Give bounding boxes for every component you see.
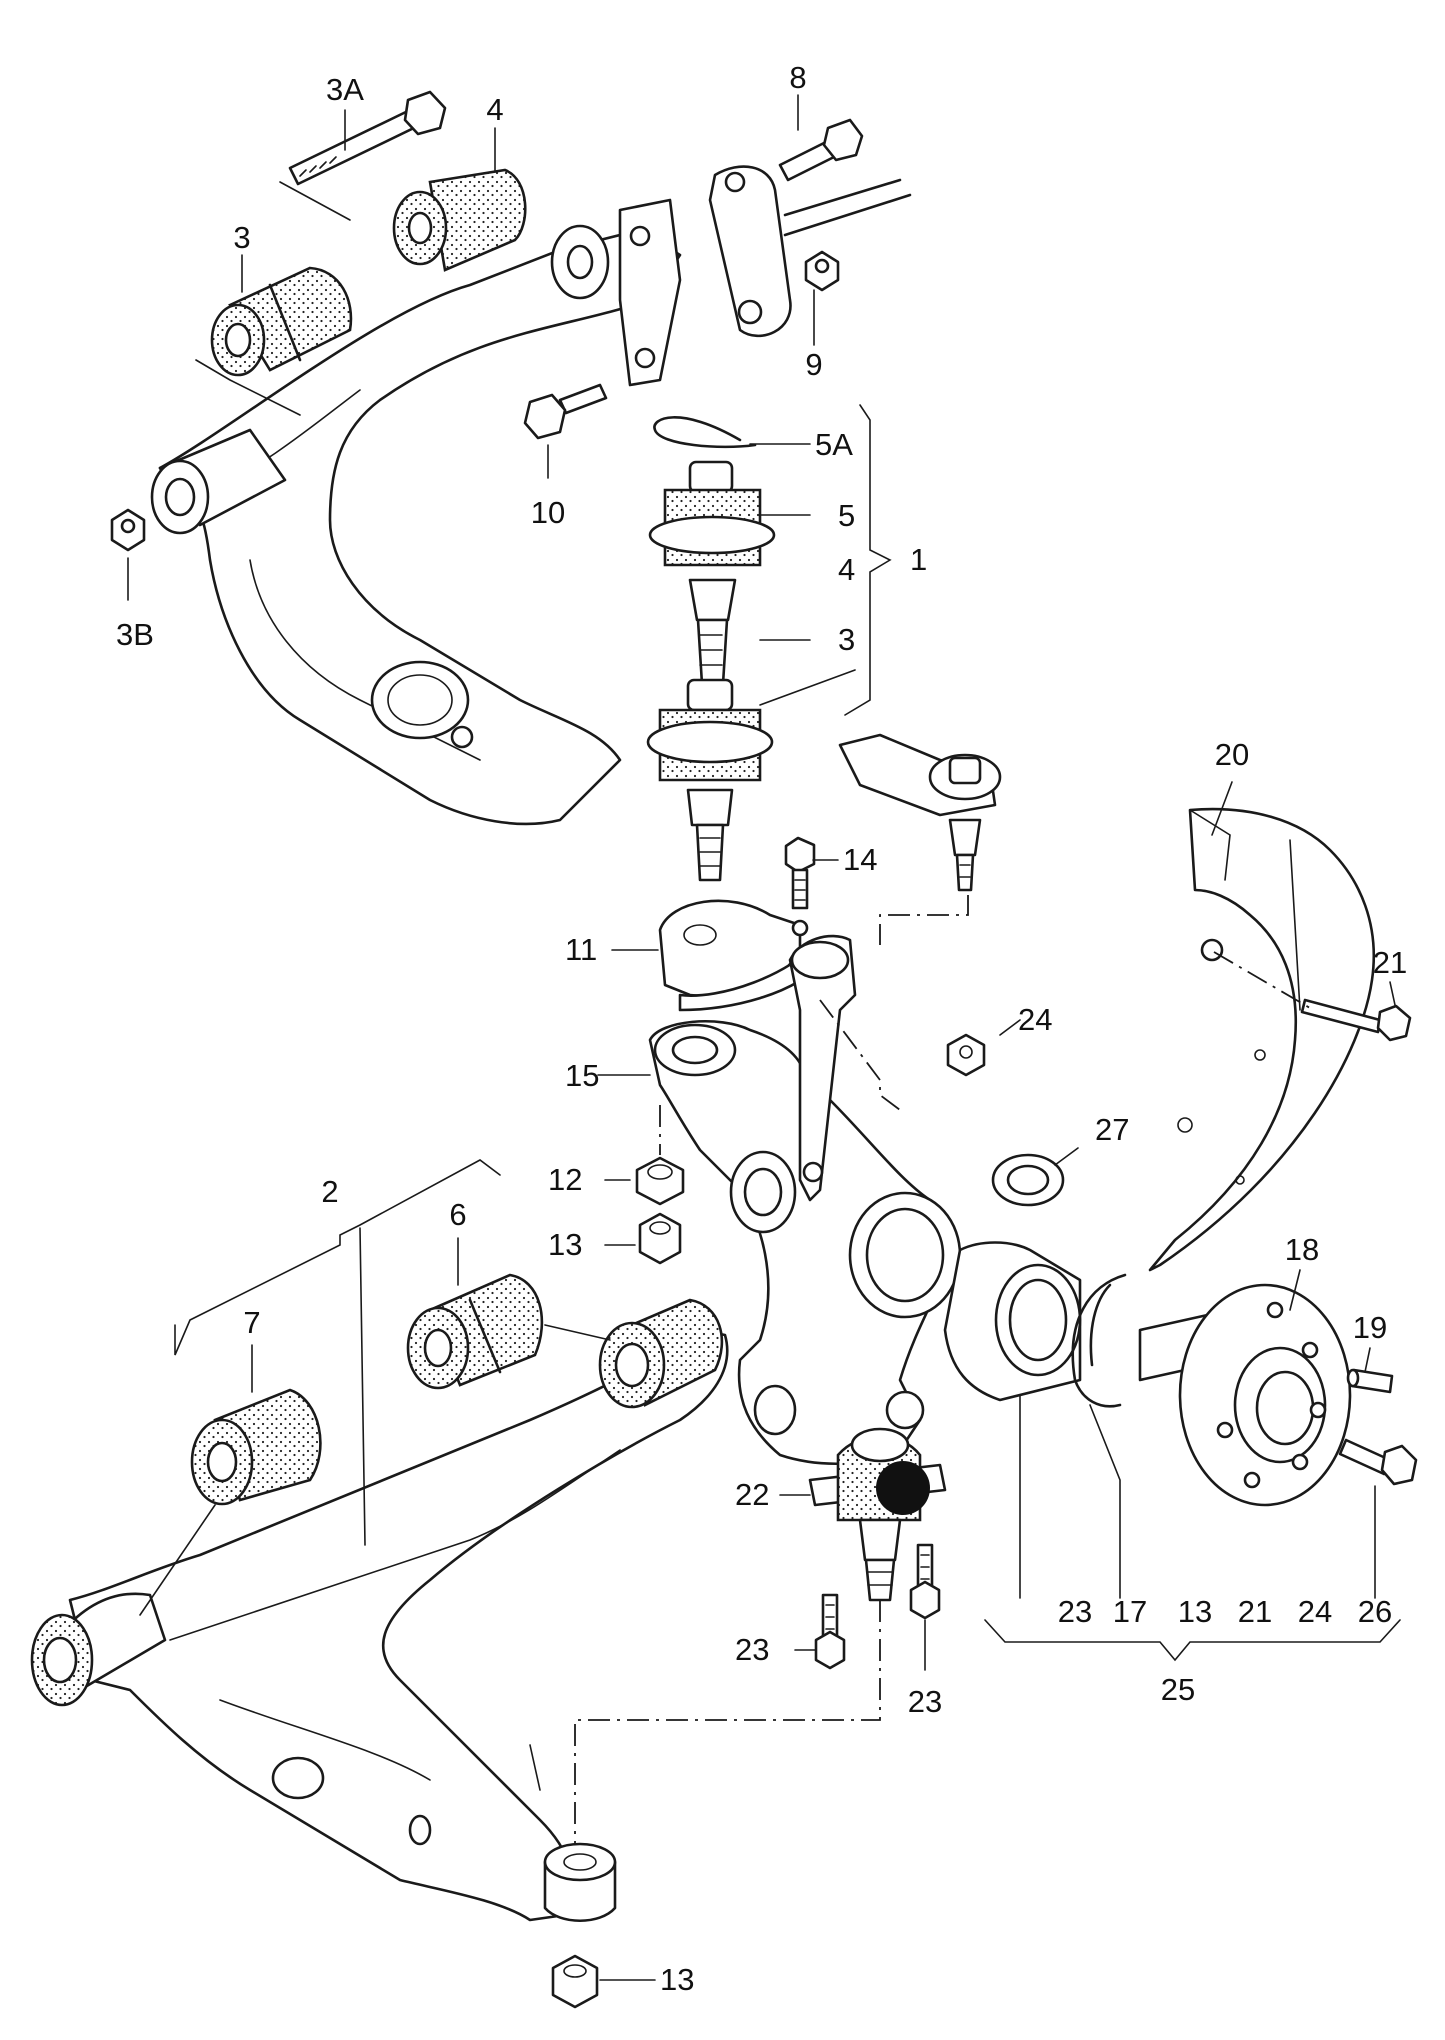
nut-13-mid <box>638 1212 682 1265</box>
bolt-26 <box>1338 1438 1418 1486</box>
lower-arm-rear-bushing <box>598 1298 724 1409</box>
leader-7-to-arm <box>139 1504 216 1616</box>
kit-label-25: 25 <box>1161 1672 1195 1707</box>
bolt-14 <box>784 836 816 910</box>
lower-arm-socket <box>543 1842 617 1923</box>
ball-joint-lower-assy <box>646 678 774 882</box>
dash-20-21 <box>1213 951 1311 1009</box>
label-3-group: 3 <box>838 622 855 657</box>
label-23-right: 23 <box>908 1684 942 1719</box>
black-dot-icon <box>876 1461 930 1515</box>
bolt-23-right <box>909 1543 941 1620</box>
leader-lines <box>127 94 1401 1981</box>
bracket-plate-11 <box>658 899 827 1012</box>
label-21-top: 21 <box>1373 945 1407 980</box>
bolt-21 <box>1300 998 1412 1042</box>
bolt-23-left <box>814 1593 846 1670</box>
nut-3b <box>110 508 146 552</box>
heat-shield-20 <box>1148 807 1376 1272</box>
kit-item-26: 26 <box>1358 1594 1392 1629</box>
pin-19 <box>1346 1368 1394 1394</box>
wheel-hub-18 <box>1138 1283 1352 1507</box>
seal-27 <box>991 1153 1065 1207</box>
label-11: 11 <box>565 932 597 967</box>
label-8: 8 <box>789 60 806 95</box>
label-13-bottom: 13 <box>660 1962 694 1997</box>
leader-6-to-arm <box>544 1324 611 1341</box>
kit-item-17: 17 <box>1113 1594 1147 1629</box>
nut-13-bottom <box>551 1954 599 2009</box>
circlip-5a <box>653 416 757 449</box>
group-brace-2 <box>174 1159 501 1546</box>
group-brace-1 <box>759 404 892 716</box>
label-3b: 3B <box>116 617 154 652</box>
label-3a: 3A <box>326 72 364 107</box>
kit-item-13: 13 <box>1178 1594 1212 1629</box>
ball-joint-22 <box>808 1427 947 1602</box>
bushing-6 <box>406 1273 544 1390</box>
label-7: 7 <box>243 1305 260 1340</box>
label-9: 9 <box>805 347 822 382</box>
label-13-mid: 13 <box>548 1227 582 1262</box>
lower-wishbone <box>68 1328 729 1922</box>
bracket-line-3 <box>195 359 301 416</box>
kit-item-23: 23 <box>1058 1594 1092 1629</box>
bracket-line-3a <box>279 181 351 221</box>
upper-arm-bracket <box>550 198 682 387</box>
label-22: 22 <box>735 1477 769 1512</box>
label-6: 6 <box>449 1197 466 1232</box>
label-5a: 5A <box>815 427 853 462</box>
label-2: 2 <box>321 1174 338 1209</box>
tie-rod-end <box>838 733 1002 892</box>
bolt-3a <box>288 90 447 186</box>
label-24-top: 24 <box>1018 1002 1052 1037</box>
label-4-top: 4 <box>486 92 503 127</box>
label-20: 20 <box>1215 737 1249 772</box>
dash-knuckle-to-tierod <box>819 999 901 1111</box>
callout-labels: 3A 4 3 8 9 10 3B 5A 5 4 1 3 14 11 20 21 … <box>116 60 1407 1997</box>
kit-item-24: 24 <box>1298 1594 1332 1629</box>
upper-arm-pivot <box>150 428 287 535</box>
wheel-bearing <box>943 1241 1082 1402</box>
circlip-17 <box>1071 1273 1127 1408</box>
bushing-3-upper <box>210 266 353 377</box>
dash-22-to-arm <box>574 1600 881 1900</box>
bolt-8 <box>778 118 864 182</box>
bushing-7 <box>190 1388 322 1506</box>
lower-arm-pivot <box>30 1592 167 1707</box>
stabilizer-link <box>708 165 912 338</box>
nut-12 <box>635 1156 685 1206</box>
label-19: 19 <box>1353 1310 1387 1345</box>
bushing-4-upper <box>392 168 527 272</box>
label-14: 14 <box>843 842 877 877</box>
label-10: 10 <box>531 495 565 530</box>
label-5: 5 <box>838 498 855 533</box>
steering-knuckle-15 <box>648 934 962 1466</box>
label-1: 1 <box>910 542 927 577</box>
label-27: 27 <box>1095 1112 1129 1147</box>
bolt-10 <box>523 383 608 440</box>
label-23-left: 23 <box>735 1632 769 1667</box>
label-15: 15 <box>565 1058 599 1093</box>
label-3-top: 3 <box>233 220 250 255</box>
label-4-group: 4 <box>838 552 855 587</box>
dash-tierod <box>879 895 969 945</box>
label-18: 18 <box>1285 1232 1319 1267</box>
upper-wishbone <box>158 228 682 826</box>
kit-item-21: 21 <box>1238 1594 1272 1629</box>
nut-24 <box>946 1033 986 1077</box>
label-12: 12 <box>548 1162 582 1197</box>
nut-9 <box>804 250 840 292</box>
ball-joint-5 <box>648 460 776 702</box>
